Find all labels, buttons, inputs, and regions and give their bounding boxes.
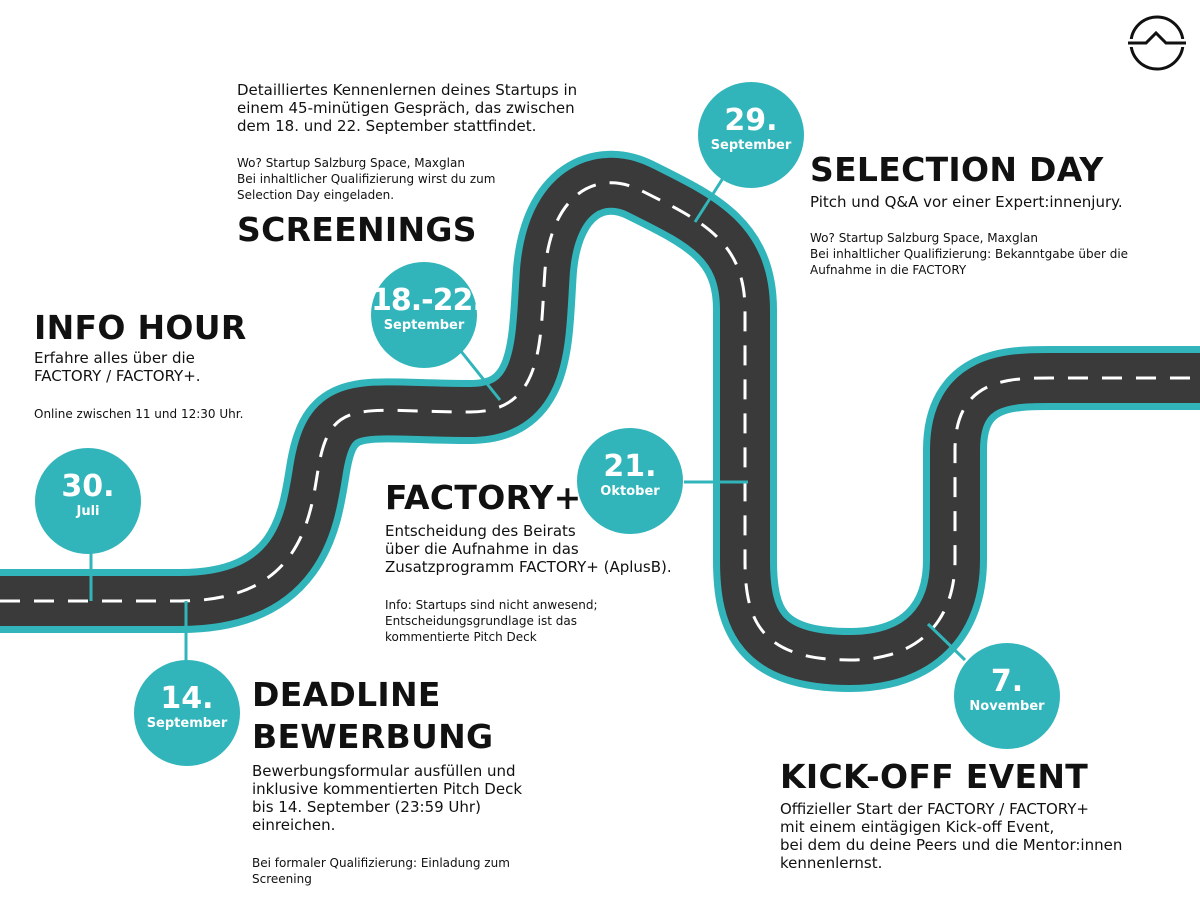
screenings-note: Wo? Startup Salzburg Space, Maxglan Bei … bbox=[237, 155, 495, 203]
screenings-text: Detailliertes Kennenlernen deines Startu… bbox=[237, 81, 577, 135]
selection-day-note: Wo? Startup Salzburg Space, Maxglan Bei … bbox=[810, 230, 1128, 278]
text-line: inklusive kommentierten Pitch Deck bbox=[252, 780, 523, 798]
date-circle-18-22-september: 18.-22. September bbox=[371, 262, 484, 368]
info-hour-heading: INFO HOUR bbox=[34, 308, 247, 347]
date-month: November bbox=[969, 699, 1045, 714]
date-day: 14. bbox=[160, 681, 214, 716]
text-line: Screening bbox=[252, 872, 312, 886]
kick-off-text: Offizieller Start der FACTORY / FACTORY+… bbox=[780, 800, 1122, 872]
date-circle-21-oktober: 21. Oktober bbox=[577, 428, 683, 534]
text-line: Bei inhaltlicher Qualifizierung: Bekannt… bbox=[810, 247, 1129, 261]
date-day: 30. bbox=[61, 469, 115, 504]
text-line: bis 14. September (23:59 Uhr) bbox=[252, 798, 481, 816]
heading-line: DEADLINE bbox=[252, 675, 441, 714]
text-line: Zusatzprogramm FACTORY+ (AplusB). bbox=[385, 558, 672, 576]
kick-off-heading: KICK-OFF EVENT bbox=[780, 757, 1089, 796]
date-month: September bbox=[146, 716, 228, 731]
text-line: Erfahre alles über die bbox=[34, 349, 195, 367]
date-month: September bbox=[710, 138, 792, 153]
date-month: Juli bbox=[76, 504, 100, 519]
text-line: bei dem du deine Peers und die Mentor:in… bbox=[780, 836, 1123, 854]
text-line: Offizieller Start der FACTORY / FACTORY+ bbox=[780, 800, 1089, 818]
screenings-heading: SCREENINGS bbox=[237, 210, 477, 249]
startup-salzburg-logo-icon bbox=[1128, 15, 1186, 71]
text-line: kommentierte Pitch Deck bbox=[385, 630, 537, 644]
factory-plus-note: Info: Startups sind nicht anwesend; Ents… bbox=[385, 597, 598, 645]
date-day: 18.-22. bbox=[371, 283, 484, 318]
text-line: über die Aufnahme in das bbox=[385, 540, 579, 558]
text-line: einreichen. bbox=[252, 816, 336, 834]
connector-29-september bbox=[693, 174, 727, 223]
text-line: Online zwischen 11 und 12:30 Uhr. bbox=[34, 407, 244, 421]
road-center-dashes bbox=[0, 181, 1200, 662]
text-line: Info: Startups sind nicht anwesend; bbox=[385, 598, 598, 612]
info-hour-text: Erfahre alles über die FACTORY / FACTORY… bbox=[34, 349, 201, 385]
date-day: 29. bbox=[724, 103, 778, 138]
text-line: FACTORY / FACTORY+. bbox=[34, 367, 201, 385]
text-line: Entscheidung des Beirats bbox=[385, 522, 576, 540]
info-hour-note: Online zwischen 11 und 12:30 Uhr. bbox=[34, 406, 243, 422]
text-line: Bei inhaltlicher Qualifizierung wirst du… bbox=[237, 172, 496, 186]
text-line: einem 45-minütigen Gespräch, das zwische… bbox=[237, 99, 575, 117]
text-line: Pitch und Q&A vor einer Expert:innenjury… bbox=[810, 193, 1123, 211]
deadline-note: Bei formaler Qualifizierung: Einladung z… bbox=[252, 855, 510, 887]
heading-line: BEWERBUNG bbox=[252, 717, 494, 756]
text-line: Aufnahme in die FACTORY bbox=[810, 263, 967, 277]
date-month: Oktober bbox=[600, 484, 660, 499]
deadline-heading: DEADLINE BEWERBUNG bbox=[252, 674, 493, 758]
text-line: Bewerbungsformular ausfüllen und bbox=[252, 762, 516, 780]
selection-day-text: Pitch und Q&A vor einer Expert:innenjury… bbox=[810, 193, 1123, 211]
text-line: Wo? Startup Salzburg Space, Maxglan bbox=[810, 231, 1038, 245]
text-line: Wo? Startup Salzburg Space, Maxglan bbox=[237, 156, 465, 170]
deadline-text: Bewerbungsformular ausfüllen und inklusi… bbox=[252, 762, 522, 834]
connector-18-22-september bbox=[458, 349, 502, 401]
selection-day-heading: SELECTION DAY bbox=[810, 150, 1104, 189]
text-line: mit einem eintägigen Kick-off Event, bbox=[780, 818, 1055, 836]
date-circle-7-november: 7. November bbox=[954, 643, 1060, 749]
date-day: 21. bbox=[603, 449, 657, 484]
text-line: Detailliertes Kennenlernen deines Startu… bbox=[237, 81, 578, 99]
date-day: 7. bbox=[990, 664, 1024, 699]
date-circle-30-juli: 30. Juli bbox=[35, 448, 141, 554]
text-line: dem 18. und 22. September stattfindet. bbox=[237, 117, 537, 135]
factory-plus-heading: FACTORY+ bbox=[385, 478, 582, 517]
factory-plus-text: Entscheidung des Beirats über die Aufnah… bbox=[385, 522, 672, 576]
date-circle-29-september: 29. September bbox=[698, 82, 804, 188]
text-line: Bei formaler Qualifizierung: Einladung z… bbox=[252, 856, 510, 870]
text-line: kennenlernst. bbox=[780, 854, 883, 872]
connector-7-november bbox=[926, 622, 967, 662]
text-line: Selection Day eingeladen. bbox=[237, 188, 395, 202]
text-line: Entscheidungsgrundlage ist das bbox=[385, 614, 577, 628]
date-month: September bbox=[383, 318, 465, 333]
date-circle-14-september: 14. September bbox=[134, 660, 240, 766]
